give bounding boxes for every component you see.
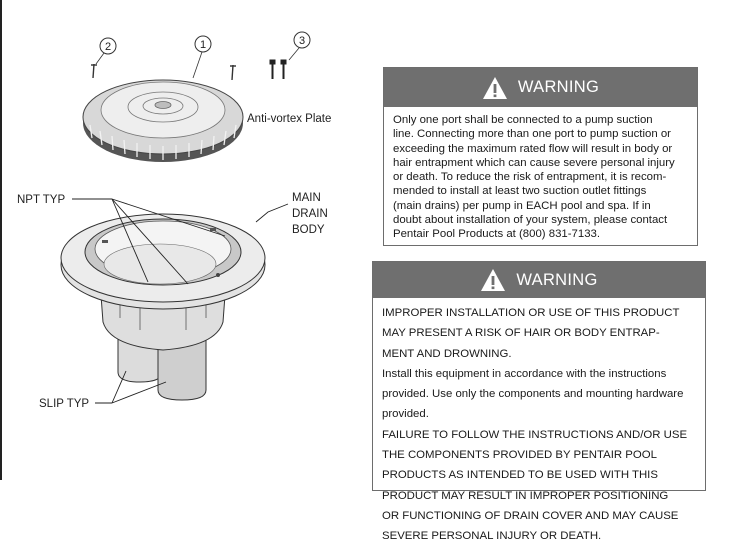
anti-vortex-plate	[82, 79, 244, 162]
main-drain-body	[60, 213, 266, 401]
warning-line: FAILURE TO FOLLOW THE INSTRUCTIONS AND/O…	[382, 428, 688, 441]
anti-vortex-label: Anti-vortex Plate	[247, 113, 331, 125]
warning-line: provided. Use only the components and mo…	[382, 388, 684, 401]
warning-line: PRODUCTS AS INTENDED TO BE USED WITH THI…	[382, 469, 658, 482]
warning-line: MAY PRESENT A RISK OF HAIR OR BODY ENTRA…	[382, 327, 660, 340]
warning-box-installation: WARNING IMPROPER INSTALLATION OR USE OF …	[372, 261, 706, 542]
warning-paragraph-risk: IMPROPER INSTALLATION OR USE OF THIS PRO…	[382, 306, 697, 361]
body-label: BODY	[292, 224, 325, 236]
npt-leaders	[72, 198, 226, 285]
warning-line: OR FUNCTIONING OF DRAIN COVER AND MAY CA…	[382, 509, 679, 522]
callout-3-number: 3	[299, 35, 305, 47]
warning-line: Only one port shall be connected to a pu…	[393, 114, 653, 126]
page-edge-rule	[0, 0, 2, 480]
callout-3: 3	[288, 31, 311, 61]
warning-line: or death. To reduce the risk of entrapme…	[393, 171, 667, 184]
warning-line: SEVERE PERSONAL INJURY OR DEATH.	[382, 530, 602, 543]
screw-plate-right	[230, 64, 236, 81]
warning-triangle-icon	[482, 76, 507, 99]
warning-line: PRODUCT MAY RESULT IN IMPROPER POSITIONI…	[382, 489, 669, 502]
main-drain-label: MAIN DRAIN BODY	[255, 192, 328, 236]
warning-body: IMPROPER INSTALLATION OR USE OF THIS PRO…	[373, 298, 705, 544]
callout-1-number: 1	[200, 39, 206, 51]
callout-1: 1	[192, 35, 212, 79]
warning-line: THE COMPONENTS PROVIDED BY PENTAIR POOL	[382, 449, 657, 462]
warning-line: doubt about installation of your system,…	[393, 214, 668, 227]
warning-line: hair entrapment which can cause severe p…	[393, 156, 675, 169]
screw-left	[91, 63, 97, 79]
screws-pair	[269, 59, 287, 79]
warning-line: provided.	[382, 408, 429, 421]
warning-triangle-icon	[481, 269, 506, 291]
callout-2: 2	[95, 37, 117, 65]
warning-paragraph-install: Install this equipment in accordance wit…	[382, 367, 697, 422]
warning-box-suction: WARNING Only one port shall be connected…	[383, 67, 698, 246]
warning-line: MENT AND DROWNING.	[382, 347, 512, 360]
slip-label: SLIP TYP	[39, 398, 89, 410]
warning-line: line. Connecting more than one port to p…	[393, 128, 671, 141]
warning-header: WARNING	[384, 68, 697, 107]
warning-paragraph-failure: FAILURE TO FOLLOW THE INSTRUCTIONS AND/O…	[382, 428, 697, 544]
warning-title: WARNING	[516, 270, 598, 289]
callout-2-number: 2	[105, 41, 111, 53]
warning-line: Pentair Pool Products at (800) 831-7133.	[393, 228, 601, 241]
warning-header: WARNING	[373, 262, 705, 298]
warning-line: (main drains) per pump in EACH pool and …	[393, 199, 651, 212]
main-label: MAIN	[292, 192, 321, 204]
slip-leaders	[95, 370, 167, 404]
drain-label: DRAIN	[292, 208, 328, 220]
main-drain-diagram: 2 1 3	[17, 31, 331, 410]
warning-line: exceeding the maximum rated flow will re…	[393, 142, 673, 155]
warning-line: mended to install at least two suction o…	[393, 185, 647, 198]
warning-line: Install this equipment in accordance wit…	[382, 367, 667, 380]
warning-title: WARNING	[517, 78, 600, 96]
warning-body: Only one port shall be connected to a pu…	[384, 107, 697, 242]
npt-label: NPT TYP	[17, 194, 65, 206]
warning-line: IMPROPER INSTALLATION OR USE OF THIS PRO…	[382, 307, 680, 319]
